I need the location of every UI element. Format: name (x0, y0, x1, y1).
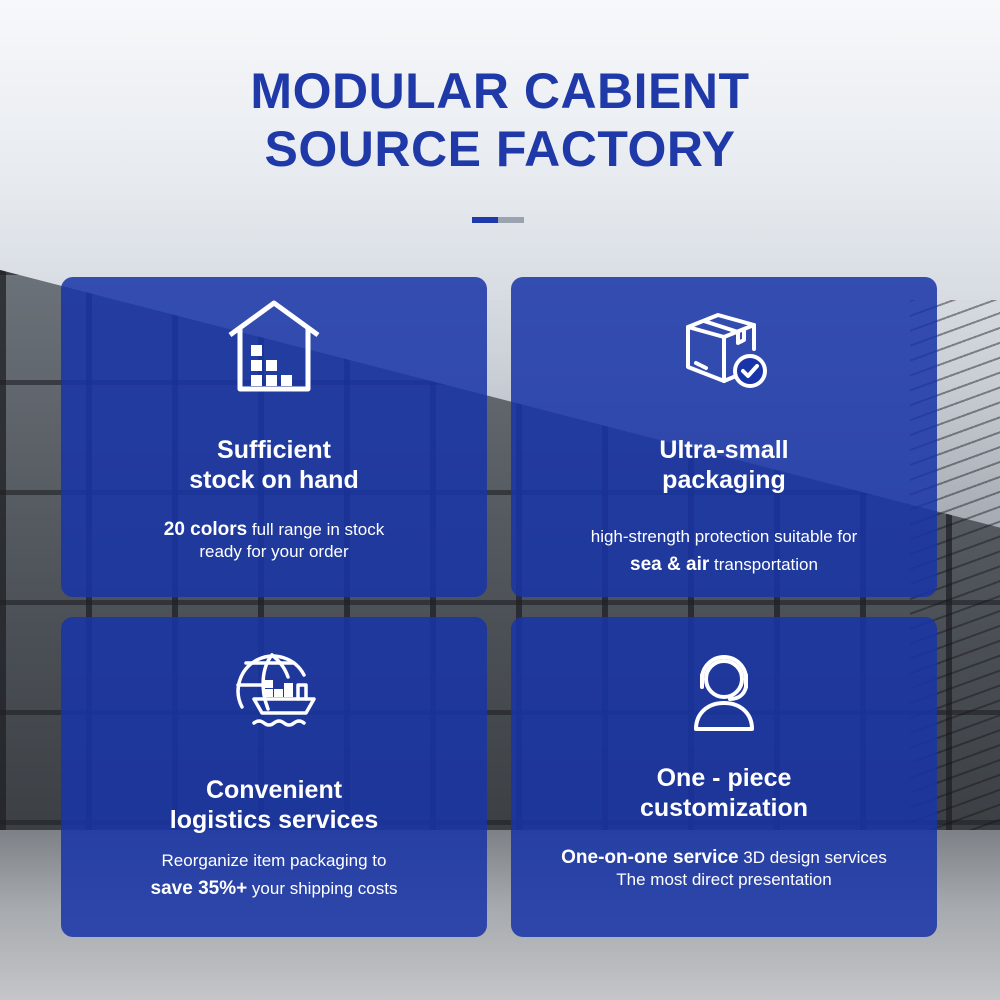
card-description: 20 colors full range in stock ready for … (61, 519, 487, 563)
card-heading-line1: One - piece (656, 764, 792, 792)
card-heading: One - piece customization (511, 763, 937, 823)
card-description-bold: sea & air (630, 554, 710, 575)
card-description-rest: your shipping costs (247, 879, 398, 898)
card-description-bold: One-on-one service (561, 847, 739, 868)
feature-card-packaging: Ultra-small packaging high-strength prot… (511, 277, 937, 597)
card-heading-line1: Convenient (205, 776, 343, 804)
card-description-line1: high-strength protection suitable for (590, 527, 858, 546)
card-heading-line2: customization (639, 794, 809, 822)
card-heading-line2: logistics services (169, 806, 379, 834)
card-description: One-on-one service 3D design services Th… (511, 847, 937, 891)
page-title-line1: MODULAR CABIENT (250, 63, 750, 119)
page-title-line2: SOURCE FACTORY (264, 121, 736, 177)
card-description-line2: sea & air transportation (511, 551, 937, 579)
warehouse-icon (61, 297, 487, 417)
globe-ship-icon (61, 637, 487, 757)
card-description-line2: ready for your order (199, 542, 349, 561)
card-description-bold: 20 colors (163, 519, 248, 540)
card-heading-line2: packaging (662, 466, 786, 494)
title-divider-accent (472, 217, 498, 223)
feature-card-customization: One - piece customization One-on-one ser… (511, 617, 937, 937)
card-description-rest: full range in stock (247, 520, 385, 539)
title-divider-secondary (498, 217, 524, 223)
card-description-bold: save 35%+ (150, 878, 248, 899)
card-description: Reorganize item packaging to save 35%+ y… (61, 847, 487, 903)
card-description-rest: transportation (709, 555, 818, 574)
card-description-line2: The most direct presentation (616, 870, 832, 889)
package-check-icon (511, 297, 937, 417)
card-heading: Convenient logistics services (61, 775, 487, 835)
card-description-line1: One-on-one service 3D design services (511, 847, 937, 869)
title-divider (472, 217, 524, 223)
card-heading-line1: Ultra-small (659, 436, 789, 464)
page-title: MODULAR CABIENT SOURCE FACTORY (0, 62, 1000, 178)
card-description-line1: 20 colors full range in stock (61, 519, 487, 541)
card-heading-line2: stock on hand (189, 466, 359, 494)
background-sky (0, 0, 1000, 300)
card-description-line2: save 35%+ your shipping costs (61, 875, 487, 903)
card-description: high-strength protection suitable for se… (511, 523, 937, 579)
feature-card-stock: Sufficient stock on hand 20 colors full … (61, 277, 487, 597)
card-heading: Sufficient stock on hand (61, 435, 487, 495)
card-heading: Ultra-small packaging (511, 435, 937, 495)
customer-service-icon (511, 637, 937, 757)
card-description-rest: 3D design services (738, 848, 887, 867)
card-description-line1: Reorganize item packaging to (161, 851, 387, 870)
card-heading-line1: Sufficient (217, 436, 331, 464)
feature-card-logistics: Convenient logistics services Reorganize… (61, 617, 487, 937)
